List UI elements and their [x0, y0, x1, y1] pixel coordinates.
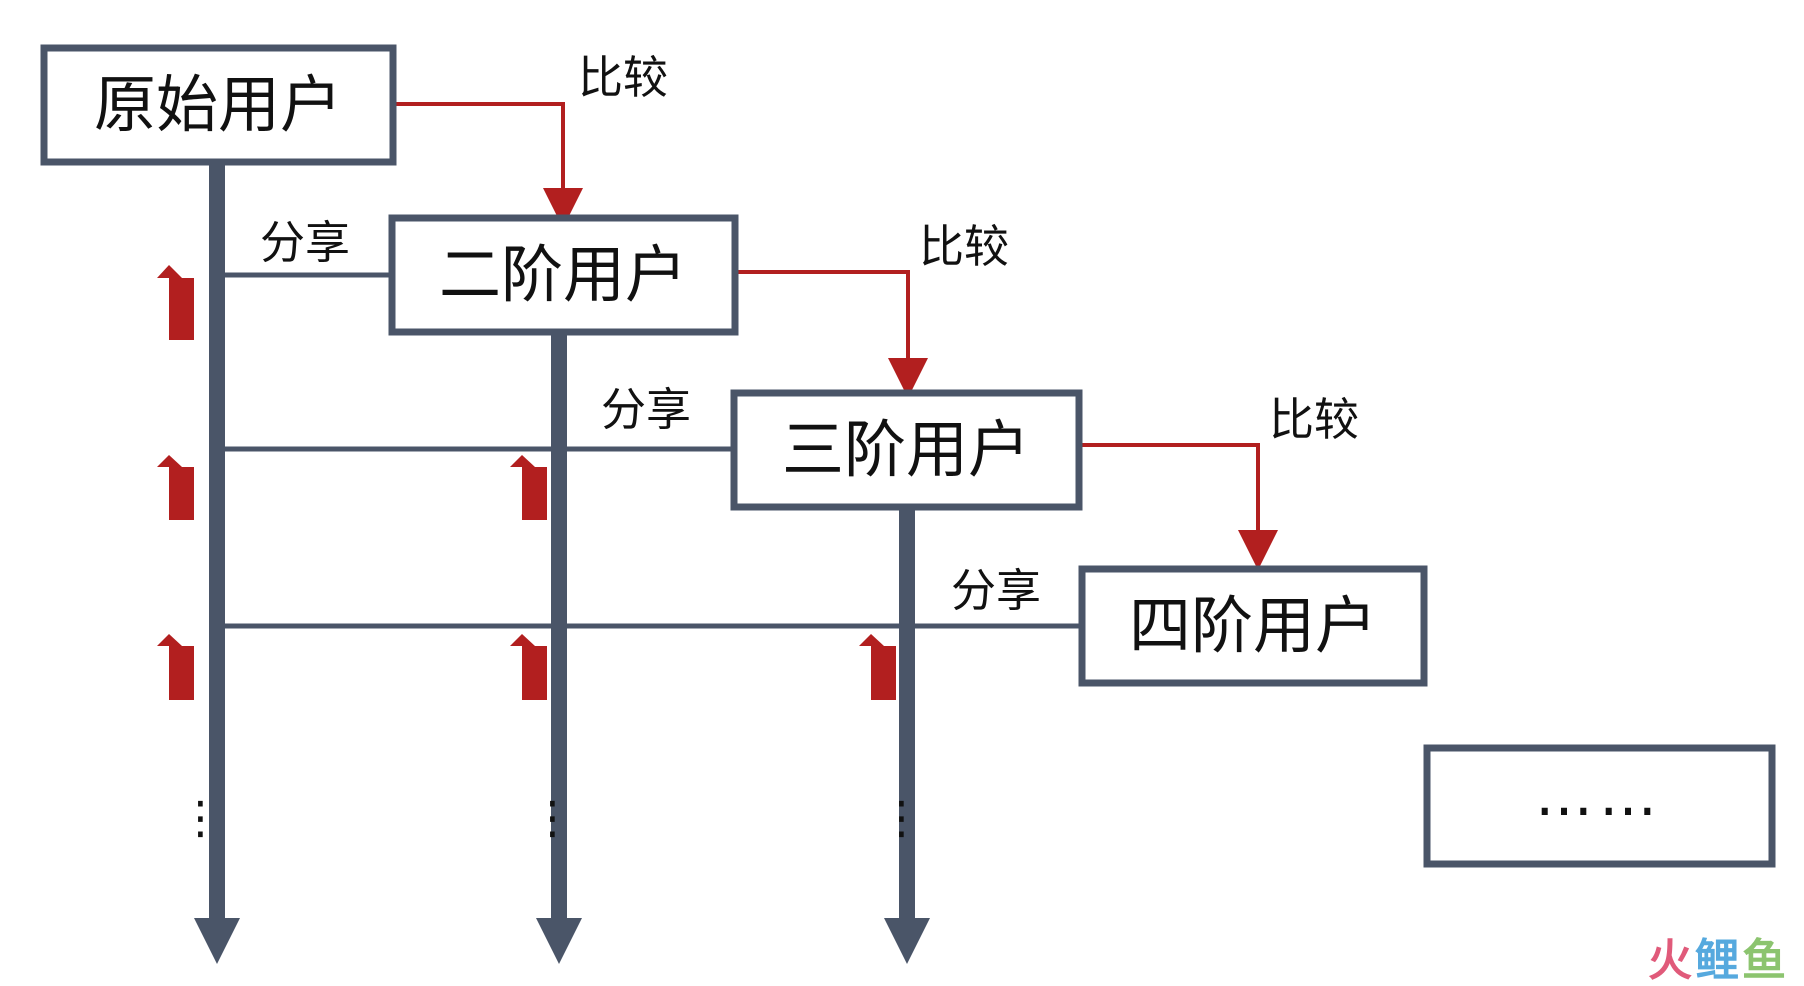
up-arrow-original-row2: [157, 455, 194, 520]
node-level4: 四阶用户: [1078, 565, 1428, 687]
continuation-dots-original: ⋮: [178, 791, 223, 844]
trunk-arrowhead-original: [194, 918, 240, 964]
compare-arrow-level3-to-level4: [1081, 443, 1278, 570]
node-more-label: ……: [1535, 761, 1663, 829]
up-arrow-original-row1: [157, 265, 194, 340]
node-level4-label: 四阶用户: [1129, 589, 1377, 662]
trunk-arrowhead-level2: [536, 918, 582, 964]
node-level2-label: 二阶用户: [439, 238, 687, 311]
compare-arrow-level2-to-level3: [735, 270, 928, 398]
trunk-arrowhead-level3: [884, 918, 930, 964]
watermark-part-1: 火: [1648, 935, 1692, 986]
continuation-dots-level3: ⋮: [879, 791, 924, 844]
compare-label-2: 比较: [919, 220, 1009, 273]
watermark-logo: 火 鲤 鱼: [1648, 935, 1786, 986]
node-level3: 三阶用户: [730, 389, 1083, 511]
watermark-part-3: 鱼: [1742, 935, 1786, 986]
share-label-1: 分享: [260, 216, 350, 269]
watermark-part-2: 鲤: [1695, 935, 1739, 986]
up-arrow-original-row3: [157, 634, 194, 700]
compare-label-3: 比较: [1269, 393, 1359, 446]
node-original-label: 原始用户: [94, 68, 342, 141]
compare-label-1: 比较: [578, 51, 668, 104]
up-arrow-level2-row3: [510, 634, 547, 700]
continuation-dots-level2: ⋮: [530, 791, 575, 844]
share-label-3: 分享: [951, 564, 1041, 617]
node-more: ……: [1423, 744, 1776, 868]
node-original: 原始用户: [40, 44, 397, 166]
share-label-2: 分享: [601, 383, 691, 436]
up-arrow-level3-row3: [859, 634, 896, 700]
compare-arrow-original-to-level2: [393, 102, 583, 228]
up-arrow-level2-row2: [510, 455, 547, 520]
node-level2: 二阶用户: [388, 214, 739, 336]
node-level3-label: 三阶用户: [782, 413, 1030, 486]
